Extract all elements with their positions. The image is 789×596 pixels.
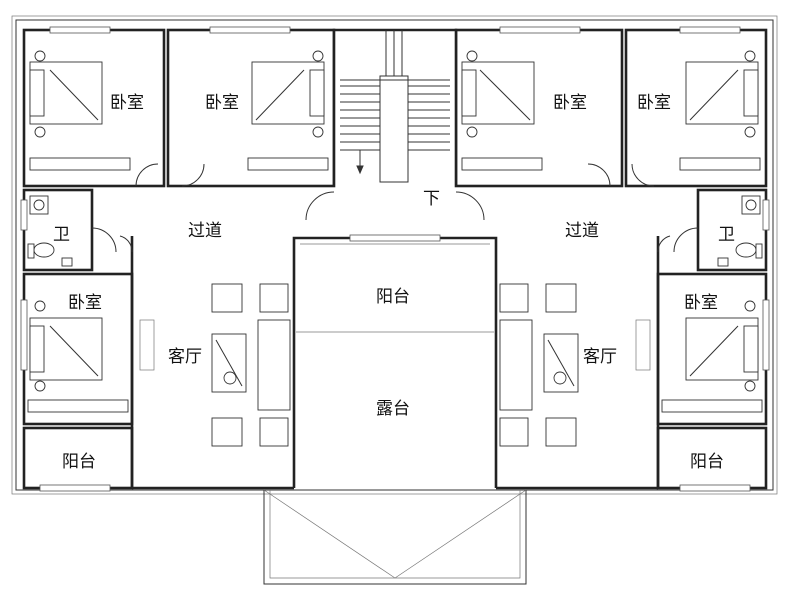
room-labels: 卧室 卧室 卧室 卧室 卫 卫 过道 过道 下 卧室 卧室 客厅 客厅 阳台 露… bbox=[53, 93, 735, 472]
living-furniture-right bbox=[499, 283, 651, 447]
bed-top-left-1 bbox=[29, 50, 131, 171]
label-balcony-left: 阳台 bbox=[62, 452, 96, 472]
bathroom-fixtures-left bbox=[27, 195, 73, 267]
bed-side-right bbox=[661, 300, 763, 413]
bed-top-right-1 bbox=[461, 50, 543, 171]
label-corridor-right: 过道 bbox=[565, 221, 599, 241]
label-bedroom-top-1: 卧室 bbox=[110, 93, 144, 113]
outer-outline bbox=[11, 15, 778, 495]
bathroom-fixtures-right bbox=[717, 195, 763, 267]
label-balcony-center: 阳台 bbox=[376, 287, 410, 307]
label-bedroom-side-right: 卧室 bbox=[684, 293, 718, 313]
doors bbox=[91, 163, 699, 253]
label-living-left: 客厅 bbox=[168, 347, 202, 367]
bed-top-left-2 bbox=[247, 50, 329, 171]
bed-side-left bbox=[27, 300, 129, 413]
label-bathroom-left: 卫 bbox=[53, 225, 70, 245]
label-corridor-left: 过道 bbox=[188, 221, 222, 241]
label-terrace: 露台 bbox=[376, 399, 410, 419]
label-bedroom-side-left: 卧室 bbox=[68, 293, 102, 313]
label-bathroom-right: 卫 bbox=[718, 225, 735, 245]
label-balcony-right: 阳台 bbox=[690, 452, 724, 472]
label-bedroom-top-3: 卧室 bbox=[553, 93, 587, 113]
bed-top-right-2 bbox=[679, 50, 761, 171]
interior-lines bbox=[296, 243, 494, 333]
label-stair-down: 下 bbox=[423, 189, 440, 209]
label-bedroom-top-2: 卧室 bbox=[205, 93, 239, 113]
living-furniture-left bbox=[139, 283, 291, 447]
windows bbox=[20, 26, 770, 492]
label-living-right: 客厅 bbox=[583, 347, 617, 367]
terrace-projection bbox=[263, 489, 527, 585]
label-bedroom-top-4: 卧室 bbox=[637, 93, 671, 113]
stair bbox=[340, 30, 450, 183]
